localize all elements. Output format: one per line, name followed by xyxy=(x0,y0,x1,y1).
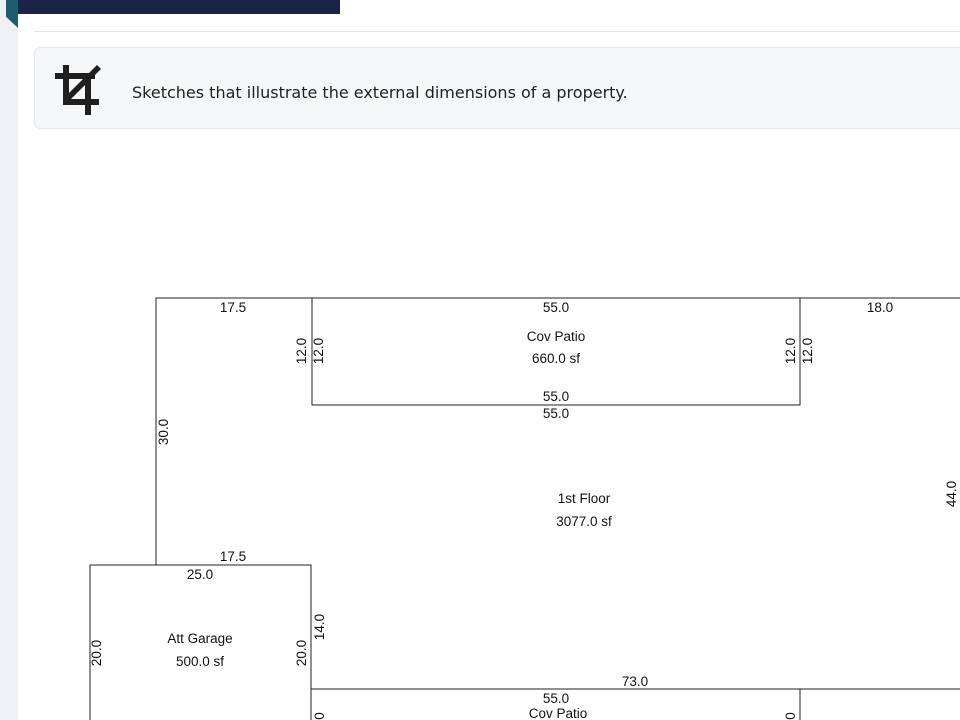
top-bar xyxy=(6,0,340,14)
area-label-cov-patio-bottom: Cov Patio xyxy=(529,706,588,720)
dim-bottom-left-partial: 0 xyxy=(312,712,327,720)
dim-left-height: 30.0 xyxy=(156,419,171,445)
area-size-first-floor: 3077.0 sf xyxy=(556,514,612,529)
dim-step-height: 14.0 xyxy=(312,614,327,640)
dim-bottom-patio-width: 55.0 xyxy=(543,691,569,706)
area-label-att-garage: Att Garage xyxy=(167,631,232,646)
dim-top-left-width: 17.5 xyxy=(220,300,246,315)
dim-patio-top-width: 55.0 xyxy=(543,300,569,315)
dim-patio-bottom-inner: 55.0 xyxy=(543,406,569,421)
info-description: Sketches that illustrate the external di… xyxy=(132,83,628,102)
left-strip xyxy=(0,0,18,720)
dim-bottom-right-partial: 0 xyxy=(783,712,798,720)
cov-patio-top-outline xyxy=(311,297,801,406)
dim-top-right-width: 18.0 xyxy=(867,300,893,315)
info-card: Sketches that illustrate the external di… xyxy=(34,47,960,129)
area-label-cov-patio-top: Cov Patio xyxy=(527,329,586,344)
area-size-att-garage: 500.0 sf xyxy=(176,654,224,669)
crop-icon xyxy=(55,65,101,115)
dim-patio-left-inner: 12.0 xyxy=(311,338,326,364)
dim-patio-right-outer: 12.0 xyxy=(783,338,798,364)
area-label-first-floor: 1st Floor xyxy=(558,491,611,506)
dim-garage-right-height: 20.0 xyxy=(294,640,309,666)
header-divider xyxy=(34,31,960,32)
dim-bottom-width: 73.0 xyxy=(622,674,648,689)
dim-step-width: 17.5 xyxy=(220,549,246,564)
dim-right-height: 44.0 xyxy=(944,481,959,507)
att-garage-outline xyxy=(89,564,312,720)
dim-patio-left-outer: 12.0 xyxy=(294,338,309,364)
dim-garage-width: 25.0 xyxy=(187,567,213,582)
area-size-cov-patio-top: 660.0 sf xyxy=(532,351,580,366)
dim-patio-right-inner: 12.0 xyxy=(800,338,815,364)
dim-garage-left-height: 20.0 xyxy=(89,640,104,666)
dim-patio-bottom-outer: 55.0 xyxy=(543,389,569,404)
